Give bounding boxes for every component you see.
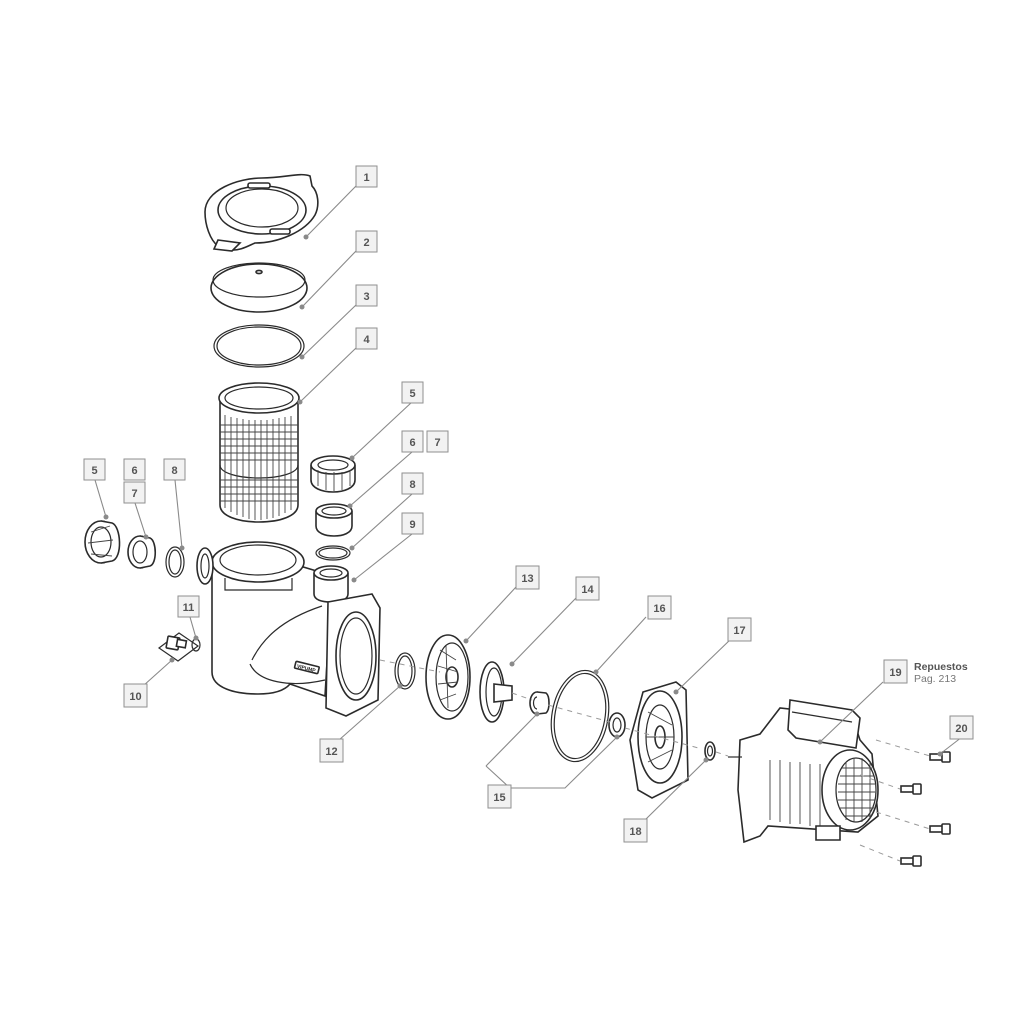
callout-7-right: 7: [426, 430, 449, 453]
bolt-3: [929, 823, 951, 835]
part-diffuser: [425, 634, 471, 720]
callout-2: 2: [355, 230, 378, 253]
callout-11: 11: [177, 595, 200, 618]
callout-17: 17: [727, 617, 752, 642]
note-title: Repuestos: [914, 661, 968, 673]
part-motor: [728, 699, 879, 844]
callout-label: 7: [434, 437, 440, 449]
callout-20: 20: [949, 715, 974, 740]
assembly-lines: [379, 659, 931, 862]
callout-label: 19: [889, 667, 901, 679]
part-union-nut-right: [310, 455, 356, 493]
callout-label: 18: [629, 826, 641, 838]
callout-label: 5: [409, 388, 415, 400]
callout-8-left: 8: [163, 458, 186, 481]
callout-5-left: 5: [83, 458, 106, 481]
part-union-oring-left: [165, 546, 185, 578]
callout-13: 13: [515, 565, 540, 590]
callout-16: 16: [647, 595, 672, 620]
part-drain-plug: [157, 632, 200, 662]
callout-label: 20: [955, 723, 967, 735]
callout-label: 10: [129, 691, 141, 703]
bolt-4: [900, 855, 922, 867]
part-impeller: [479, 661, 513, 723]
callout-19: 19: [883, 659, 908, 684]
callout-12: 12: [319, 738, 344, 763]
part-seal-plate-oring: [550, 669, 610, 763]
callout-label: 4: [363, 334, 370, 346]
callout-8-right: 8: [401, 472, 424, 495]
callout-label: 15: [493, 792, 505, 804]
callout-6-left: 6: [123, 458, 146, 481]
callout-label: 9: [409, 519, 415, 531]
part-lid-ring: [204, 173, 319, 252]
callout-label: 5: [91, 465, 97, 477]
callout-label: 3: [363, 291, 369, 303]
callout-7-left: 7: [123, 481, 146, 504]
callout-6-right: 6: [401, 430, 424, 453]
callout-label: 13: [521, 573, 533, 585]
part-seal-plate: [629, 681, 689, 799]
callout-5-right: 5: [401, 381, 424, 404]
part-union-oring-right: [315, 545, 351, 561]
callout-label: 8: [171, 465, 177, 477]
bolt-1: [929, 751, 951, 763]
callout-14: 14: [575, 576, 600, 601]
part-volute-oring: [394, 652, 416, 690]
callout-label: 11: [183, 602, 195, 614]
part-cover-oring: [213, 324, 305, 368]
callout-1: 1: [355, 165, 378, 188]
note-subtitle: Pag. 213: [914, 673, 956, 685]
callout-label: 6: [131, 465, 137, 477]
part-pump-body: VIPUMP: [196, 541, 381, 717]
part-motor-bolts: [900, 751, 951, 867]
callout-label: 17: [733, 625, 745, 637]
callout-10: 10: [123, 683, 148, 708]
part-union-nut-left: [84, 520, 121, 564]
callout-label: 6: [409, 437, 415, 449]
callout-label: 16: [653, 603, 665, 615]
callout-15: 15: [487, 784, 512, 809]
callout-18: 18: [623, 818, 648, 843]
part-mechanical-seal: [529, 691, 626, 738]
callout-label: 7: [131, 488, 137, 500]
spare-parts-note: Repuestos Pag. 213: [914, 661, 968, 685]
bolt-2: [900, 783, 922, 795]
part-shaft-washer: [704, 741, 716, 761]
callout-label: 2: [363, 237, 369, 249]
brand-mark: VIPUMP: [296, 664, 317, 675]
callout-4: 4: [355, 327, 378, 350]
part-strainer-basket: [218, 382, 300, 523]
callout-label: 12: [325, 746, 337, 758]
callout-label: 1: [363, 172, 369, 184]
part-cover: [210, 262, 308, 313]
leader-lines: [94, 185, 963, 821]
part-union-tail-left: [127, 535, 157, 569]
callout-label: 14: [581, 584, 594, 596]
callout-3: 3: [355, 284, 378, 307]
callout-label: 8: [409, 479, 415, 491]
callout-9: 9: [401, 512, 424, 535]
part-union-tail-right: [315, 503, 353, 537]
